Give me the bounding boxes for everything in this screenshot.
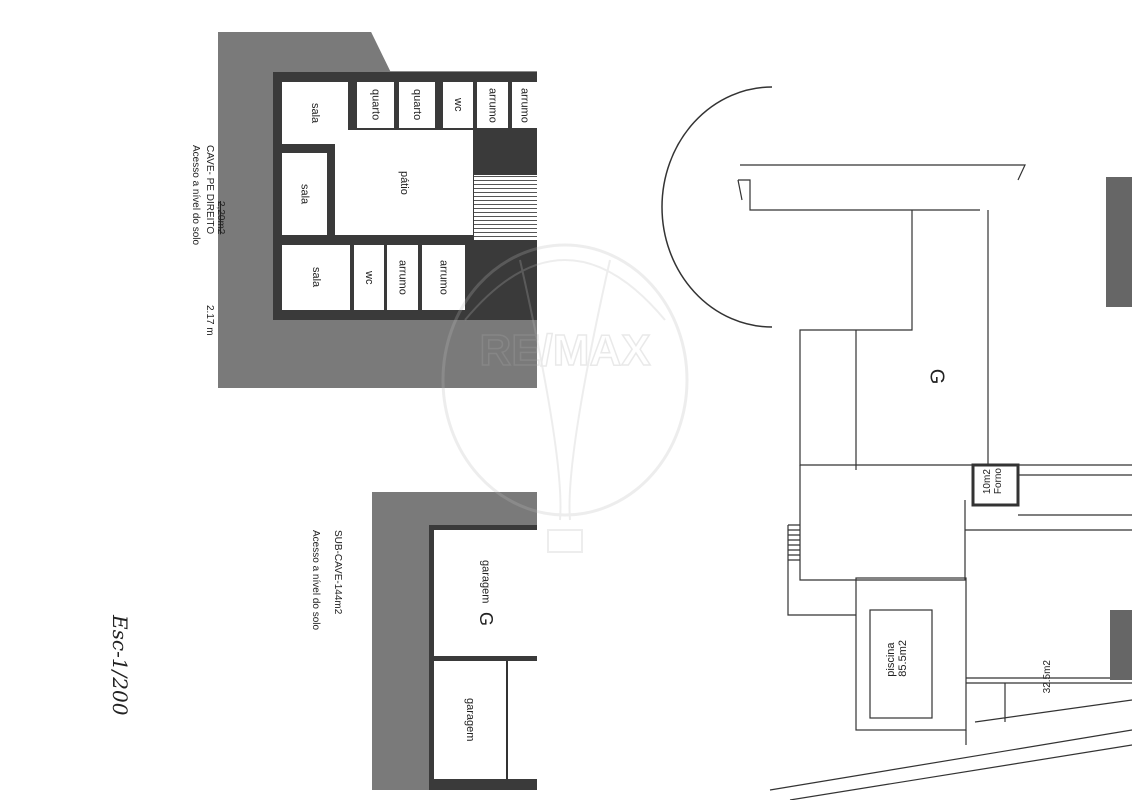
room-arrumo-3: arrumo [387, 245, 418, 310]
room-label: arrumo [437, 260, 450, 295]
forno-area: 10m2 [982, 469, 993, 495]
room-label: sala [310, 267, 322, 288]
room-label: garagem [479, 560, 492, 604]
cave-access: Acesso a nível do solo [190, 145, 201, 246]
cave-title-block: CAVE- PE DIREITO2,20m2 [204, 145, 226, 239]
main-building-outline [799, 210, 989, 466]
room-label: pátio [398, 170, 410, 195]
room-patio: pátio [335, 130, 473, 235]
room-wc-2: wc [354, 245, 384, 310]
garage-2-extension [508, 661, 537, 779]
pool-area: 85.5m2 [897, 640, 909, 677]
room-label: sala [309, 102, 321, 124]
room-sala-3: sala [282, 245, 350, 310]
pool-label: piscina 85.5m2 [885, 640, 909, 677]
pool [869, 609, 933, 719]
forno-box [971, 463, 1020, 507]
right-dark-block-1 [1106, 177, 1132, 307]
room-label: garagem [464, 698, 476, 742]
forno-label: 10m2 Forno [982, 468, 1004, 494]
room-sala-2: sala [282, 153, 327, 235]
room-arrumo-2: arrumo [512, 82, 537, 128]
room-wc-1: wc [443, 82, 473, 128]
room-arrumo-4: arrumo [422, 245, 465, 310]
forno-name: Forno [993, 468, 1004, 495]
pool-deck [855, 577, 967, 731]
room-label: arrumo [518, 87, 531, 123]
room-label: arrumo [486, 87, 499, 123]
room-label: quarto [411, 89, 423, 121]
room-garagem-1: garagem G [434, 530, 537, 656]
lower-terrace [769, 677, 1132, 800]
cave-height: 2.17 m [204, 305, 215, 336]
terrace-area: 32.5m2 [1042, 660, 1053, 694]
driveway-arc [661, 86, 773, 328]
room-arrumo-1: arrumo [477, 82, 508, 128]
stair-area [474, 175, 537, 240]
terrace-outline [799, 330, 1132, 581]
room-garagem-2: garagem [434, 661, 508, 779]
room-label: quarto [369, 89, 382, 121]
room-label: wc [452, 98, 464, 112]
room-quarto-2: quarto [399, 82, 435, 128]
site-garage-marker: G [925, 368, 948, 385]
room-quarto-1: quarto [357, 82, 394, 128]
sub-cave-title: SUB-CAVE-144m2 [332, 530, 343, 615]
scale-note: Esc-1/200 [108, 615, 132, 716]
room-label: sala [298, 183, 311, 205]
cave-struck-value: 2,20m2 [215, 200, 226, 235]
right-dark-block-2 [1110, 610, 1132, 680]
cave-title: CAVE- PE DIREITO [204, 145, 215, 235]
sub-cave-access: Acesso a nível do solo [310, 530, 321, 631]
room-label: wc [363, 270, 375, 285]
pool-name: piscina [885, 642, 897, 677]
stairs [787, 524, 856, 616]
room-label: arrumo [396, 260, 409, 295]
top-wall [737, 164, 1026, 211]
garage-marker: G [476, 611, 496, 626]
